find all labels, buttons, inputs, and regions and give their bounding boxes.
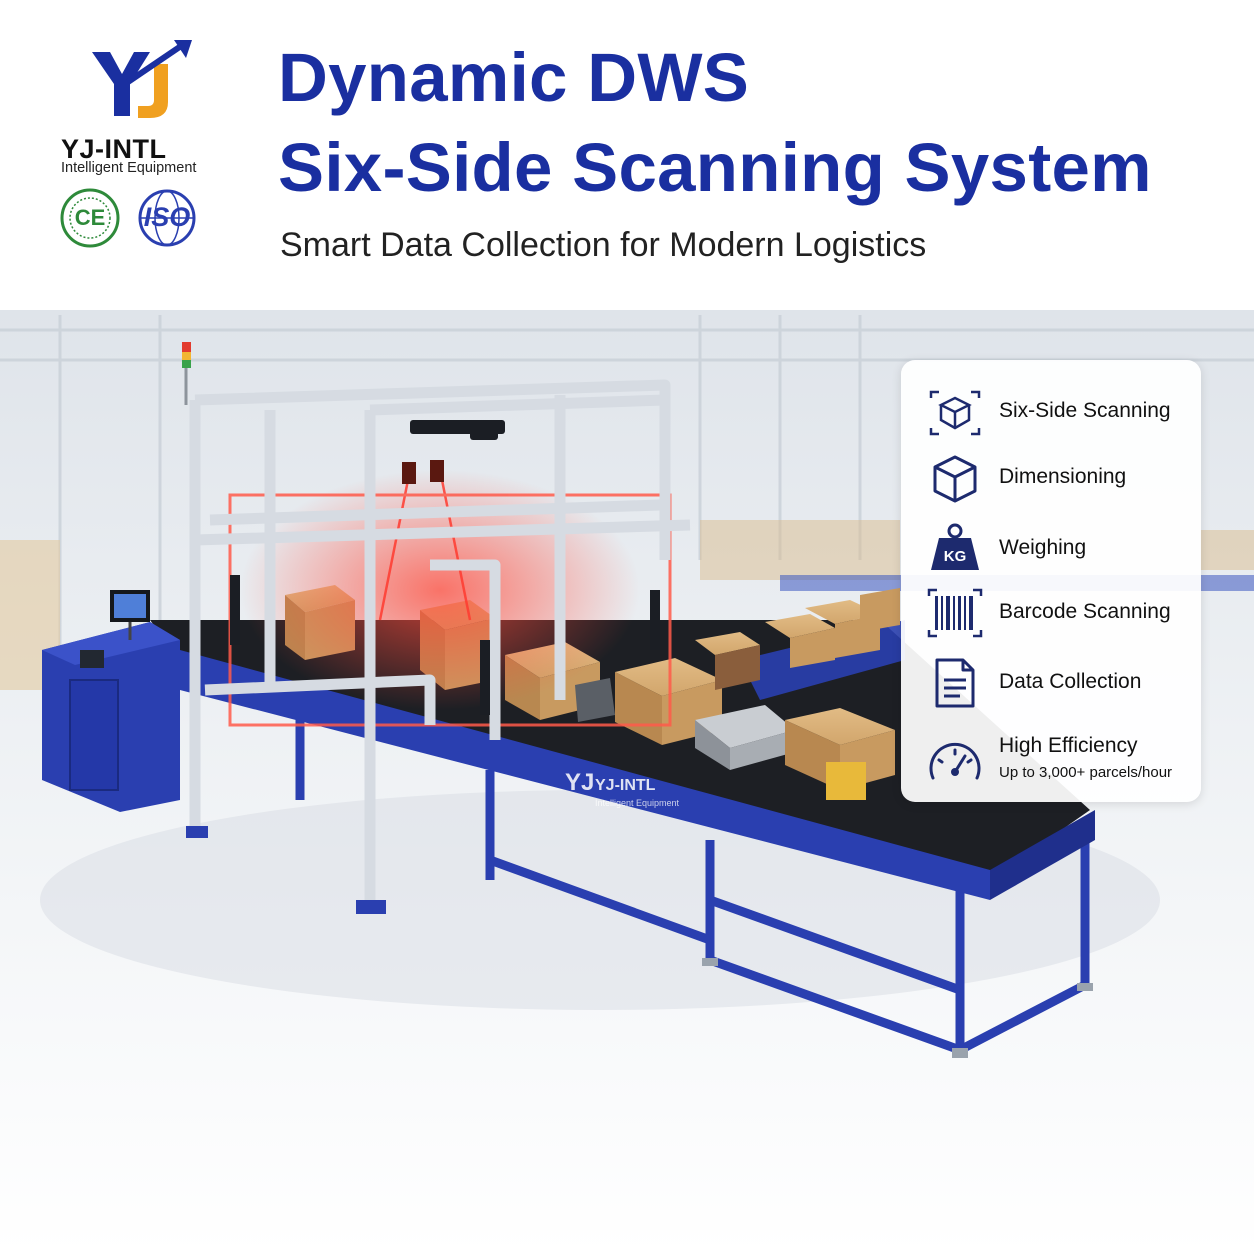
subtitle: Smart Data Collection for Modern Logisti… (280, 226, 927, 264)
ce-seal-icon (60, 188, 120, 248)
iso-label: ISO (143, 202, 191, 232)
conveyor-brand: YJ-INTL (595, 777, 656, 794)
overhead-camera (402, 420, 505, 484)
parcel (575, 678, 615, 722)
title-line-2: Six-Side Scanning System (278, 129, 1152, 206)
speedometer-icon (929, 742, 981, 780)
brand-block: YJ-INTL Intelligent Equipment CE ISO (58, 38, 208, 248)
ce-label: CE (74, 205, 106, 230)
feature-label: Six-Side Scanning (999, 399, 1171, 422)
ce-badge: CE (60, 188, 120, 253)
barcode-icon (927, 588, 983, 638)
feature-high-efficiency: High Efficiency Up to 3,000+ parcels/hou… (901, 730, 1201, 790)
scanning-frame (189, 379, 691, 905)
signal-tower (182, 342, 191, 405)
feature-note: Up to 3,000+ parcels/hour (999, 764, 1173, 781)
brand-name: YJ-INTL (61, 134, 167, 164)
parcel (695, 632, 760, 690)
title-line-1: Dynamic DWS (278, 39, 750, 116)
parcel (765, 614, 835, 668)
feature-barcode-scanning: Barcode Scanning (901, 582, 1201, 642)
conveyor-tagline: Intelligent Equipment (595, 798, 680, 808)
six-side-scan-icon (929, 390, 981, 436)
document-icon (935, 658, 975, 708)
conveyor-logo-mark: YJ (565, 769, 594, 796)
parcel (860, 588, 900, 632)
kg-weight-icon (931, 523, 979, 570)
iso-globe-icon (138, 189, 196, 247)
frame-feet (186, 826, 386, 914)
feature-panel: Six-Side Scanning Dimensioning KG Weighi… (901, 360, 1201, 802)
iso-badge: ISO (136, 188, 198, 253)
certification-badges: CE ISO (58, 188, 208, 250)
feature-six-side-scanning: Six-Side Scanning (901, 382, 1201, 442)
yj-logo-icon (92, 40, 192, 118)
feature-label: Barcode Scanning (999, 600, 1171, 623)
control-cabinet (42, 590, 180, 812)
feature-dimensioning: Dimensioning (901, 448, 1201, 508)
feature-label: Weighing (999, 536, 1087, 559)
feature-label: High Efficiency (999, 734, 1138, 757)
feature-data-collection: Data Collection (901, 652, 1201, 712)
brand-tagline: Intelligent Equipment (61, 160, 197, 176)
cube-icon (933, 455, 977, 503)
parcel (785, 708, 895, 800)
feature-weighing: KG Weighing (901, 516, 1201, 576)
kg-icon-text: KG (943, 548, 967, 565)
feature-label: Data Collection (999, 670, 1142, 693)
side-scanners (230, 575, 660, 715)
parcel (695, 705, 795, 770)
feature-label: Dimensioning (999, 465, 1127, 488)
warehouse-scene: YJ YJ-INTL Intelligent Equipment (0, 310, 1254, 1254)
